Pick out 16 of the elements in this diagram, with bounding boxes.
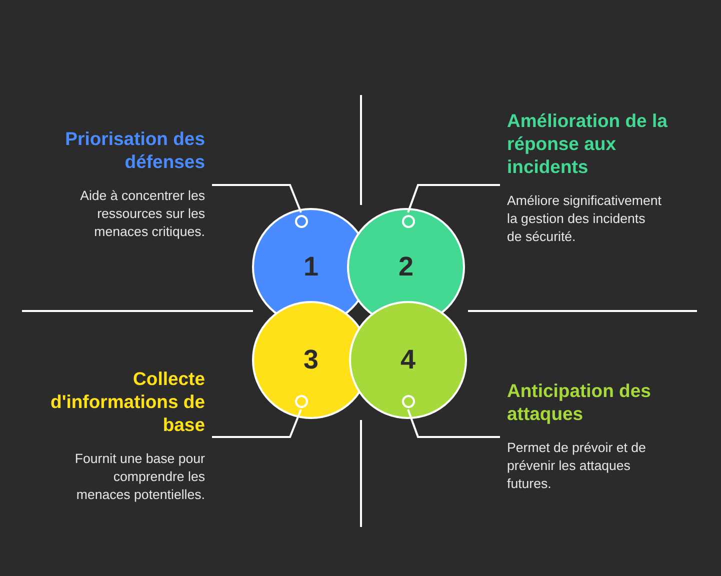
leader-line [212, 409, 302, 438]
step-number: 2 [398, 254, 414, 280]
step-number: 3 [303, 346, 319, 374]
heading: Amélioration de la réponse aux incidents [507, 109, 668, 178]
heading: Priorisation des défenses [64, 127, 205, 173]
description: Fournit une base pour comprendre les menaces potentielles. [74, 450, 205, 504]
leader-line [212, 184, 302, 213]
heading: Anticipation des attaques [507, 379, 652, 425]
heading: Collecte d'informations de base [50, 367, 205, 436]
step-number: 1 [303, 254, 319, 280]
leader-line [407, 409, 500, 438]
leader-line [407, 184, 500, 213]
description: Permet de prévoir et de prévenir les attaques futures. [507, 439, 647, 493]
step-number: 4 [400, 346, 416, 374]
description: Améliore significativement la gestion des incidents de sécurité. [507, 192, 662, 246]
description: Aide à concentrer les ressources sur les menaces critiques. [79, 187, 205, 241]
